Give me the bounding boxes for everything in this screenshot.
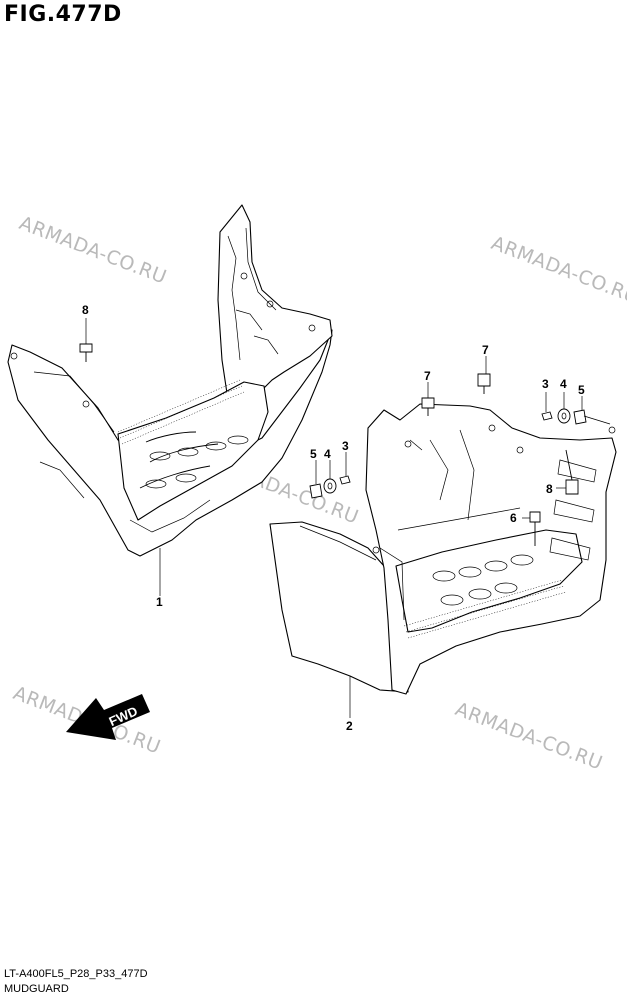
- callout-label: 5: [310, 447, 317, 461]
- callout-label: 7: [482, 343, 489, 357]
- screw-hardware: [79, 343, 93, 362]
- bolt-washer-nut-hardware: [309, 475, 351, 499]
- leader-lines: [85, 318, 583, 718]
- callout-label: 4: [324, 447, 331, 461]
- callout-label: 8: [546, 482, 553, 496]
- callout-label: 2: [346, 719, 353, 733]
- screw-hardware: [421, 397, 435, 416]
- callout-label: 4: [560, 377, 567, 391]
- screw-hardware: [477, 373, 491, 394]
- figure-title: FIG.477D: [4, 2, 122, 27]
- watermark: ARMADA-CO.RU: [452, 698, 605, 774]
- callout-label: 3: [342, 439, 349, 453]
- model-code: LT-A400FL5_P28_P33_477D: [4, 968, 148, 980]
- callout-label: 3: [542, 377, 549, 391]
- right-mudguard-part: [269, 403, 617, 695]
- callout-label: 1: [156, 595, 163, 609]
- callout-label: 8: [82, 303, 89, 317]
- callout-label: 5: [578, 383, 585, 397]
- callout-label: 7: [424, 369, 431, 383]
- callout-label: 6: [510, 511, 517, 525]
- watermark: ARMADA-CO.RU: [488, 232, 627, 308]
- section-name: MUDGUARD: [4, 983, 69, 995]
- screw-hardware: [565, 449, 579, 495]
- bolt-hardware: [529, 511, 541, 546]
- watermark: ARMADA-CO.RU: [16, 212, 169, 288]
- bolt-washer-nut-hardware: [541, 408, 611, 425]
- left-mudguard-part: [7, 204, 333, 557]
